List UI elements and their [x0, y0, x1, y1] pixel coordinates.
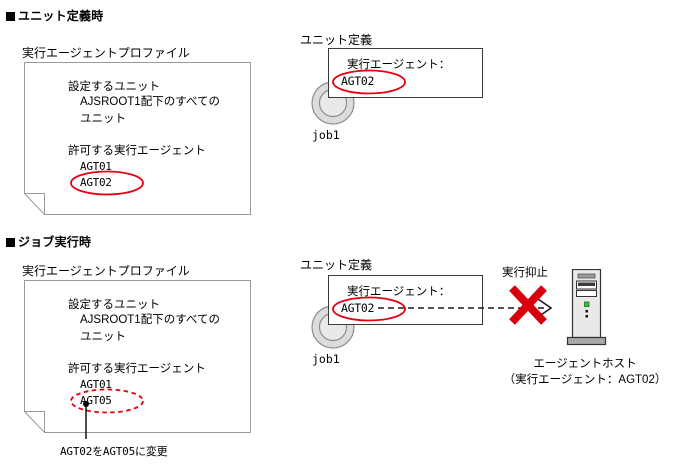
- profile-line-root-2: AJSROOT1配下のすべての: [80, 314, 220, 326]
- profile-agent-item-agt01-1: AGT01: [80, 160, 112, 173]
- profile-agent-item-agt01-2: AGT01: [80, 378, 112, 391]
- agent-host-detail-label: （実行エージェント：AGT02）: [503, 374, 667, 386]
- execution-blocked-x-icon: [505, 283, 551, 327]
- job-node-label-2: job1: [312, 352, 340, 366]
- job-node-label-1: job1: [312, 128, 340, 142]
- unit-field-label-2: 実行エージェント：: [347, 284, 451, 298]
- unit-definition-box-2: 実行エージェント： AGT02: [328, 275, 483, 325]
- profile-agent-item-agt02-1: AGT02: [80, 176, 112, 189]
- profile-line-unit-2: ユニット: [80, 329, 126, 343]
- profile-line-unit-1: ユニット: [80, 111, 126, 125]
- profile-caption-1: 実行エージェントプロファイル: [22, 46, 190, 60]
- unit-field-value-2: AGT02: [341, 301, 375, 315]
- section-heading-label-2: ジョブ実行時: [18, 235, 92, 249]
- section-heading-unit-definition: ユニット定義時: [6, 7, 103, 24]
- unit-field-value-1: AGT02: [341, 74, 375, 88]
- annotation-leader-line: [80, 400, 92, 440]
- profile-line-allowed-agents-2: 許可する実行エージェント: [68, 361, 206, 375]
- profile-line-allowed-agents-1: 許可する実行エージェント: [68, 143, 206, 157]
- profile-line-target-unit-1: 設定するユニット: [68, 79, 160, 93]
- unit-definition-box-1: 実行エージェント： AGT02: [328, 48, 483, 98]
- annotation-text: AGT02をAGT05に変更: [60, 445, 168, 458]
- execution-agent-profile-doc-1: 設定するユニット AJSROOT1配下のすべての ユニット 許可する実行エージェ…: [24, 62, 251, 215]
- section-bullet-icon: [6, 12, 15, 21]
- unit-definition-caption-2: ユニット定義: [300, 258, 373, 272]
- section-heading-label: ユニット定義時: [18, 9, 104, 23]
- execution-flow-arrow: [378, 290, 573, 326]
- profile-caption-2: 実行エージェントプロファイル: [22, 264, 190, 278]
- profile-line-root-1: AJSROOT1配下のすべての: [80, 96, 220, 108]
- execution-suppressed-label: 実行抑止: [502, 267, 548, 279]
- unit-field-label-1: 実行エージェント：: [347, 57, 451, 71]
- execution-agent-profile-doc-2: 設定するユニット AJSROOT1配下のすべての ユニット 許可する実行エージェ…: [24, 280, 251, 433]
- section-heading-job-execution: ジョブ実行時: [6, 233, 91, 250]
- unit-definition-caption-1: ユニット定義: [300, 33, 373, 47]
- arrow-head-icon: [537, 298, 553, 318]
- agent-host-server-icon: [566, 269, 608, 349]
- agent-host-name-label: エージェントホスト: [533, 358, 637, 370]
- profile-line-target-unit-2: 設定するユニット: [68, 297, 160, 311]
- section-bullet-icon-2: [6, 238, 15, 247]
